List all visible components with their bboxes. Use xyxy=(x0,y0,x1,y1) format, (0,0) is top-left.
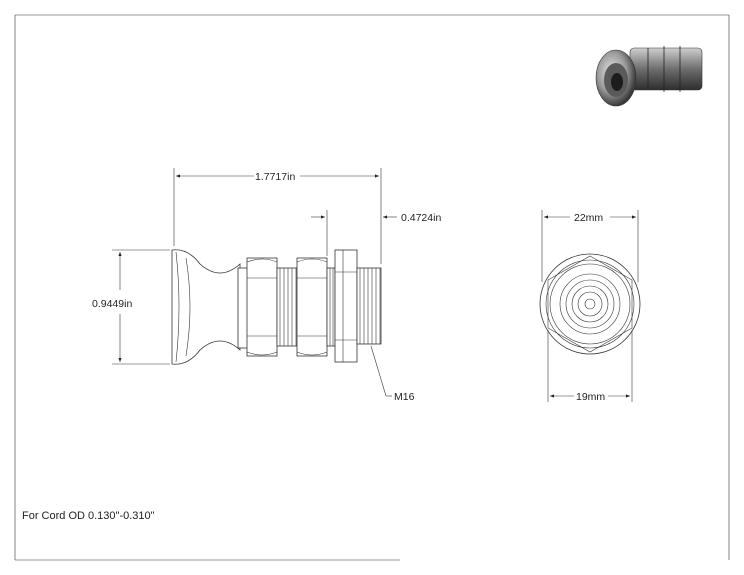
across-corners-label: 22mm xyxy=(574,212,603,224)
across-flats-dimension: 19mm xyxy=(547,330,633,403)
cord-od-note: For Cord OD 0.130"-0.310" xyxy=(22,510,155,522)
across-corners-dimension: 22mm xyxy=(541,210,639,282)
flange-diameter-label: 0.9449in xyxy=(92,298,132,310)
thread-callout: M16 xyxy=(370,345,415,403)
across-flats-label: 19mm xyxy=(576,391,605,403)
thread-length-dimension: 0.4724in xyxy=(311,210,441,256)
cord-grip-3d-render-icon xyxy=(595,46,703,107)
overall-length-dimension: 1.7717in xyxy=(173,168,382,264)
thread-callout-label: M16 xyxy=(394,391,415,403)
side-view xyxy=(171,249,382,365)
thread-length-label: 0.4724in xyxy=(401,212,441,224)
end-view xyxy=(539,253,641,355)
flange-diameter-dimension: 0.9449in xyxy=(92,249,170,365)
sheet-border xyxy=(14,14,730,561)
overall-length-label: 1.7717in xyxy=(255,171,295,183)
